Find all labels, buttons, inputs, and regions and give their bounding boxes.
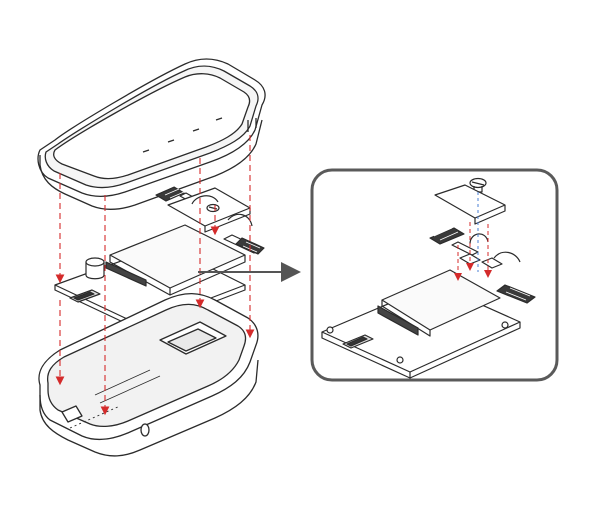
housing-button: [140, 423, 150, 437]
screw: [206, 203, 220, 213]
detail-antenna-right: [496, 284, 536, 304]
magnified-detail-panel: [310, 168, 559, 382]
assembly-guide-lines: [55, 135, 255, 416]
detail-guide-lines: [454, 222, 492, 281]
bottom-housing: [38, 292, 259, 457]
usb-c-port: [69, 289, 101, 303]
module-connector: [105, 261, 147, 287]
capacitor-component: [85, 257, 105, 280]
indicator-dots: [142, 117, 223, 153]
detail-m2-module: [381, 269, 501, 331]
top-cover: [37, 58, 266, 210]
